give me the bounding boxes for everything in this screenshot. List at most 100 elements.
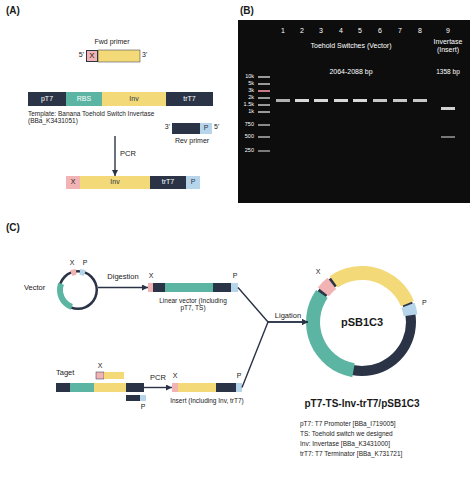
node-text: X (66, 176, 80, 189)
gel-band (441, 107, 455, 110)
lane-group-label: Invertase (Insert) (430, 38, 466, 54)
band-size: 1358 bp (436, 68, 460, 75)
ladder-size: 750 (245, 121, 254, 127)
node-text: Inv (80, 176, 150, 189)
part-box: trT7 (166, 92, 213, 106)
product-plasmid: pSB1C3pT7-TS-Inv-trT7/pSB1C3 (308, 268, 416, 376)
strand-end: 5' (214, 123, 219, 131)
gel-band (334, 99, 348, 102)
site-label: X (316, 268, 321, 276)
site-label: X (70, 259, 75, 267)
dna-segment (213, 283, 231, 292)
dna-segment (172, 383, 178, 392)
panel-label: (A) (6, 5, 20, 17)
process-arrow (98, 287, 148, 288)
node-text: pSB1C3 (308, 268, 416, 376)
rev-primer-body (126, 395, 140, 401)
site-label: P (83, 259, 88, 267)
node-text: RBS (66, 92, 102, 106)
panel-label: (B) (240, 5, 254, 17)
site-label: P (422, 299, 427, 307)
process-arrow (114, 136, 115, 176)
dna-segment (148, 283, 153, 292)
step-label: PCR (150, 374, 166, 383)
node-text: pT7 (28, 92, 66, 106)
node-text: trT7 (166, 92, 213, 106)
ladder-band (258, 97, 270, 99)
node-text: trT7 (150, 176, 186, 189)
lane-number: 1 (281, 27, 285, 35)
linear-vector: Linear vector (Including pT7, TS) (148, 283, 238, 292)
dna-segment (236, 383, 242, 392)
node-text: Taget (56, 369, 74, 378)
ladder-band (258, 136, 270, 138)
ring-segment (306, 290, 355, 377)
node-heading: pT7-TS-Inv-trT7/pSB1C3 (258, 398, 466, 410)
dna-segment (126, 383, 144, 392)
ladder-band (258, 124, 270, 126)
lane-number: 3 (319, 27, 323, 35)
process-arrow (144, 387, 172, 388)
primer-site-box: X (86, 50, 98, 62)
lane-number: 2 (300, 27, 304, 35)
gel-band (441, 136, 455, 138)
ladder-size: 1k (248, 108, 254, 114)
primer-name: Rev primer (175, 137, 209, 145)
dna-segment (153, 283, 165, 292)
part-box: P (186, 176, 200, 189)
lane-number: 8 (418, 27, 422, 35)
strand-end: 3' (142, 51, 147, 59)
part-box: Inv (80, 176, 150, 189)
step-label: PCR (120, 150, 136, 159)
template-strip: Template: Banana Toehold Switch Invertas… (28, 92, 213, 136)
ring-segment (57, 283, 73, 310)
ladder-size: 3k (248, 87, 254, 93)
rev-primer-p (140, 395, 146, 401)
ladder-band (258, 104, 270, 106)
ladder-band (258, 150, 270, 152)
gel-band (353, 99, 367, 102)
fwd-primer-body (104, 372, 124, 379)
ladder-band (258, 111, 270, 113)
dna-segment (165, 283, 213, 292)
dna-strip (148, 283, 238, 292)
site-label: P (237, 372, 242, 380)
node-text: Inv (102, 92, 166, 106)
part-box: trT7 (150, 176, 186, 189)
node-text: Template: Banana Toehold Switch Invertas… (28, 110, 178, 125)
fwd-primer-body (98, 50, 140, 62)
node-text: Linear vector (Including pT7, TS) (155, 297, 231, 312)
ring-segment (80, 269, 86, 276)
dna-segment (216, 383, 236, 392)
ladder-band (258, 90, 270, 92)
site-label: X (98, 362, 103, 370)
dna-segment (94, 383, 126, 392)
primer-site-box: P (200, 123, 212, 134)
part-box: RBS (66, 92, 102, 106)
lane-group-label: Toehold Switches (Vector) (311, 42, 392, 50)
band-size: 2064-2088 bp (329, 68, 372, 76)
gel-band (373, 99, 387, 102)
ring-segment (70, 269, 76, 276)
dna-strip (56, 383, 144, 392)
dna-segment (231, 283, 238, 292)
ladder-size: 1.5k (244, 101, 254, 107)
node-text: Insert (Including Inv, trT7) (168, 397, 246, 404)
gel-band (393, 99, 407, 102)
ladder-band (258, 76, 270, 78)
process-arrow (238, 288, 308, 323)
gel-band (276, 99, 290, 102)
ladder-size: 500 (245, 133, 254, 139)
node-text: P (186, 176, 200, 189)
strand-end: 5' (79, 51, 84, 59)
process-arrow (242, 322, 308, 388)
lane-number: 5 (358, 27, 362, 35)
node-text: Vector (24, 284, 45, 293)
ladder-size: 250 (245, 147, 254, 153)
dna-segment (56, 383, 70, 392)
part-key: TS: Toehold switch we designed (300, 430, 393, 437)
dna-segment (70, 383, 94, 392)
ladder-size: 2k (248, 94, 254, 100)
part-box: Inv (102, 92, 166, 106)
